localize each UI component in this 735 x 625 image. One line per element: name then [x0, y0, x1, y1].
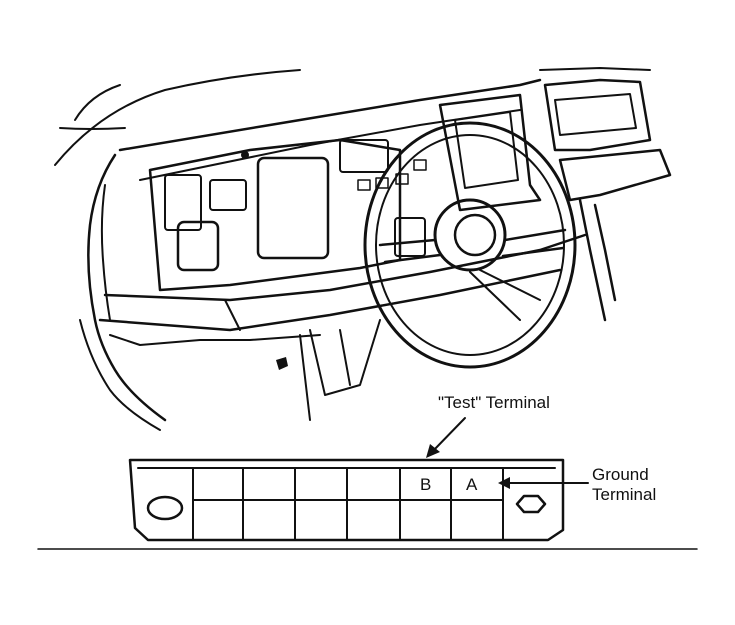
- steering-wheel-spoke: [378, 238, 437, 247]
- cluster-display: [339, 139, 389, 173]
- test-terminal-arrow-shaft: [431, 417, 466, 453]
- side-console: [543, 78, 652, 152]
- terminal-b-label: B: [420, 475, 431, 494]
- column-block: [394, 217, 426, 257]
- dash-top: [118, 78, 542, 152]
- gauge-left: [176, 220, 220, 272]
- dash-hole-mark: [276, 357, 288, 370]
- door-frame: [79, 319, 161, 431]
- lower-dash: [98, 268, 562, 332]
- door-frame: [100, 184, 111, 321]
- steering-wheel-rim: [363, 121, 577, 369]
- ground-terminal-arrowhead: [498, 477, 510, 489]
- ground-terminal-label-line2: Terminal: [592, 485, 656, 504]
- gauge-small: [209, 179, 247, 211]
- steering-wheel-spoke: [479, 269, 541, 301]
- mounting-hole-left: [146, 495, 184, 521]
- lower-dash: [103, 233, 587, 302]
- windshield-line: [59, 127, 126, 130]
- terminal-a-label: A: [466, 475, 478, 494]
- gauge-small: [164, 174, 202, 231]
- steering-wheel-rim-inner: [375, 134, 565, 356]
- steering-wheel-spoke: [501, 246, 565, 258]
- indicator: [413, 159, 427, 171]
- ground-terminal-label-line1: Ground: [592, 465, 649, 484]
- gauge-center: [256, 156, 330, 260]
- right-panel: [438, 93, 542, 212]
- indicator: [357, 179, 371, 191]
- windshield-line: [539, 67, 651, 71]
- steering-column: [339, 329, 351, 386]
- steering-column: [309, 319, 381, 396]
- cluster-housing: [148, 138, 402, 292]
- side-console: [554, 93, 637, 136]
- steering-wheel-spoke: [503, 228, 567, 242]
- indicator-dot: [241, 151, 249, 159]
- steering-wheel-hub: [433, 198, 507, 272]
- lower-dash: [224, 299, 241, 331]
- right-panel: [454, 111, 519, 189]
- diagnostic-connector: B A: [128, 458, 565, 542]
- lower-dash: [109, 334, 321, 346]
- door-frame: [87, 153, 167, 422]
- right-pillar: [593, 203, 617, 302]
- steering-wheel-spoke: [383, 253, 442, 264]
- windshield-line: [74, 84, 121, 121]
- side-console: [558, 148, 672, 202]
- steering-wheel-spoke: [469, 271, 521, 321]
- test-terminal-label: "Test" Terminal: [438, 393, 550, 412]
- steering-column: [299, 334, 311, 421]
- connector-body: [128, 458, 565, 542]
- steering-wheel-horn: [453, 213, 497, 257]
- right-pillar: [578, 198, 607, 322]
- test-terminal-arrowhead: [426, 444, 440, 458]
- indicator: [395, 173, 409, 185]
- dashboard-illustration: [54, 67, 672, 431]
- windshield-line: [54, 69, 301, 166]
- mounting-hole-right: [515, 494, 547, 514]
